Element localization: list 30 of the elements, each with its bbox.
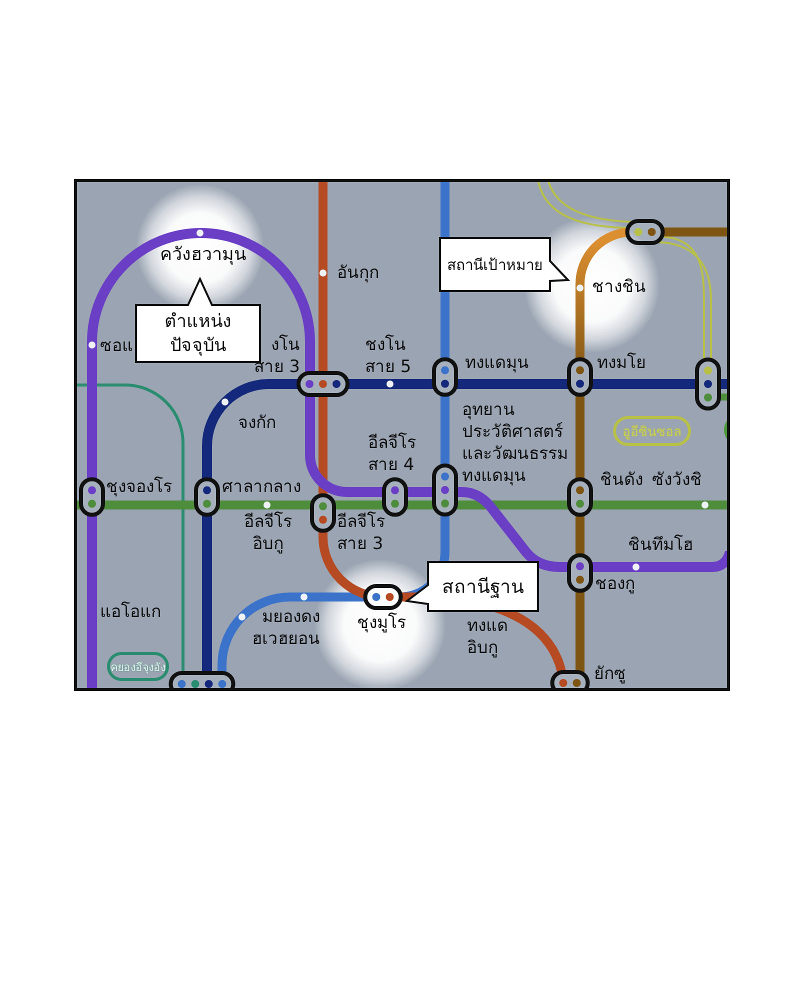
station-name: มยองดง ฮเวฮยอน	[252, 606, 320, 650]
station-name: งโน สาย 3	[254, 334, 300, 378]
station-name: อุทยาน ประวัติศาสตร์ และวัฒนธรรม ทงแดมุน	[462, 399, 568, 487]
station-name: ชงโน สาย 5	[365, 334, 412, 378]
bubble-text: สถานีเป้าหมาย	[447, 254, 543, 276]
station-name: ชินดัง	[600, 469, 643, 491]
line-name-tag: คยองอีจุงอัง	[107, 652, 169, 681]
station-name: ควังฮวามุน	[160, 244, 246, 266]
station-name: ชางชิน	[592, 276, 646, 298]
station-name: ยักซู	[594, 663, 626, 685]
station-name: ทงแดมุน	[465, 352, 529, 374]
station-name: ชุงจองโร	[106, 476, 172, 498]
line-name-tag: อูอีซินซอล	[613, 416, 691, 446]
bubble-text: ตำแหน่ง ปัจจุบัน	[164, 310, 232, 358]
bubble-text: สถานีฐาน	[442, 574, 524, 598]
station-name: อันกุก	[337, 262, 379, 284]
station-name: ชุงมูโร	[357, 612, 406, 634]
station-name: ซอแ	[100, 335, 133, 357]
station-name: อีลจีโร สาย 3	[337, 511, 385, 555]
station-name: อีลจีโร อิบกู	[244, 511, 292, 555]
station-name: อีลจีโร สาย 4	[368, 432, 416, 476]
station-name: ซังวังชิ	[652, 469, 702, 491]
speech-bubble	[135, 278, 261, 363]
station-name: ทงมโย	[597, 352, 646, 374]
station-name: ศาลากลาง	[222, 476, 301, 498]
station-name: ชองกู	[595, 573, 635, 595]
station-name: ทงแด อิบกู	[467, 615, 508, 659]
station-name: ชินทึมโฮ	[628, 534, 693, 556]
station-name: แอโอแก	[100, 601, 161, 623]
station-name: จงกัก	[238, 412, 276, 434]
